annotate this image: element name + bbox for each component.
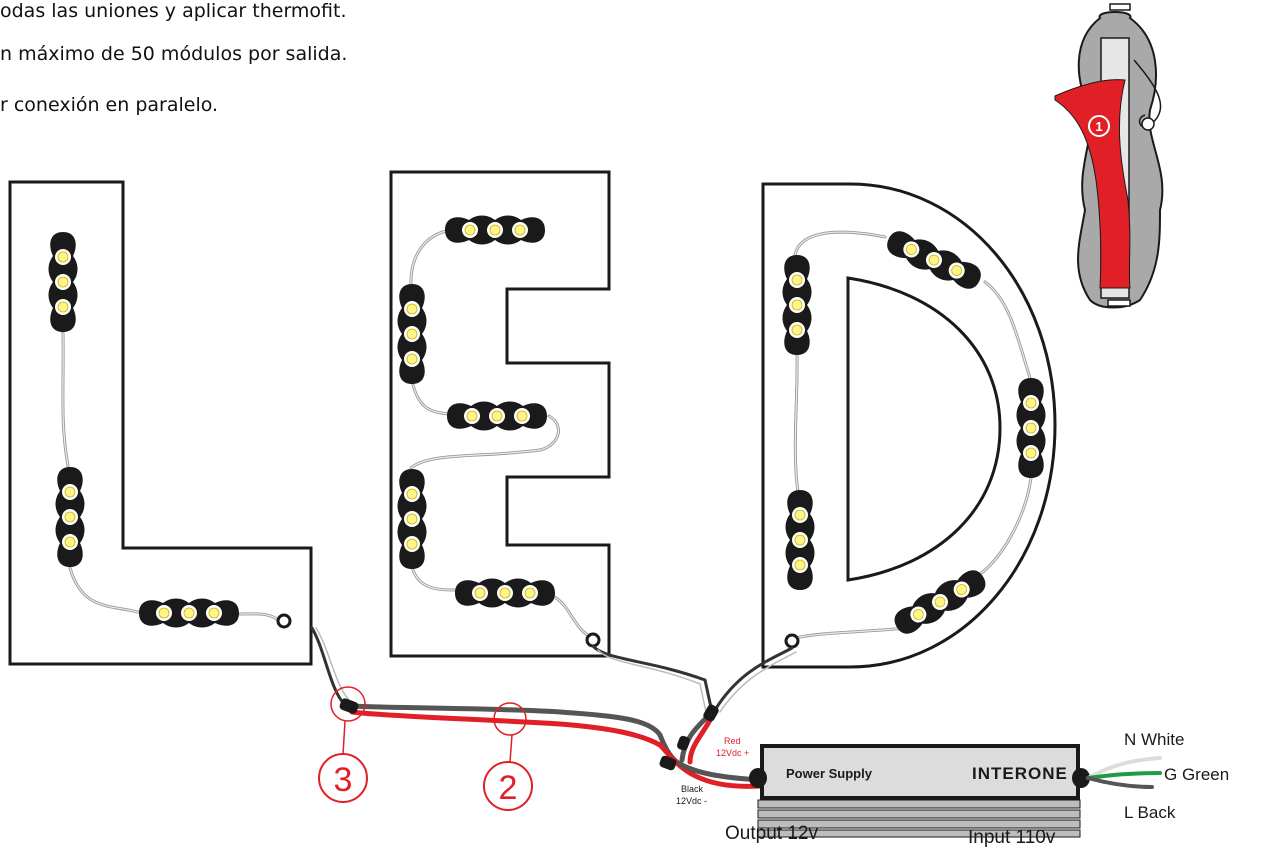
line-wire-label: L Back [1124, 803, 1176, 822]
module-detail-illustration: 1 [1054, 3, 1164, 309]
led-module-icon [1016, 378, 1046, 478]
led-module-icon [455, 578, 555, 608]
joint-highlight-circle [330, 686, 366, 722]
letter-l-outline [8, 180, 313, 666]
led-module-icon [887, 231, 981, 289]
wire-connector-icon [339, 698, 359, 714]
led-module-icon [397, 469, 427, 569]
letter-d-outline [761, 182, 1057, 669]
screw-hole-icon [585, 632, 601, 648]
letter-d-inner [846, 276, 1002, 582]
note-line-1: odas las uniones y aplicar thermofit. [0, 0, 347, 22]
input-label: Input 110v [968, 827, 1056, 848]
output-label: Output 12v [725, 823, 818, 844]
led-module-icon [894, 570, 986, 634]
led-module-icon [55, 467, 85, 567]
power-supply: Power Supply INTERONE [749, 744, 1090, 838]
callout-2-number: 2 [499, 769, 518, 807]
joint-highlight-circle [493, 702, 527, 736]
black-wire-voltage: 12Vdc - [676, 796, 707, 806]
screw-hole-icon [784, 633, 800, 649]
red-wire-label: Red [724, 736, 741, 746]
led-module-icon [785, 490, 815, 590]
neutral-wire-label: N White [1124, 730, 1184, 749]
led-module-icon [782, 255, 812, 355]
ground-wire-label: G Green [1164, 765, 1229, 784]
wire-connector-icon [703, 704, 719, 722]
screw-hole-icon [276, 613, 292, 629]
led-module-icon [447, 401, 547, 431]
note-line-3: r conexión en paralelo. [0, 94, 219, 116]
power-supply-label: Power Supply [786, 766, 873, 781]
led-module-icon [139, 598, 239, 628]
black-wire-label: Black [681, 784, 704, 794]
led-module-icon [48, 232, 78, 332]
callout-2-circle [483, 761, 533, 811]
led-module-icon [397, 284, 427, 384]
callout-3-circle [318, 753, 368, 803]
led-module-icon [445, 215, 545, 245]
note-line-2: n máximo de 50 módulos por salida. [0, 43, 348, 65]
callout-3-number: 3 [334, 761, 353, 799]
wire-connector-icon [659, 755, 677, 771]
wire-connector-icon [677, 735, 690, 751]
callout-1-number: 1 [1095, 119, 1102, 134]
red-wire-voltage: 12Vdc + [716, 748, 749, 758]
brand-logo: INTERONE [972, 764, 1068, 783]
